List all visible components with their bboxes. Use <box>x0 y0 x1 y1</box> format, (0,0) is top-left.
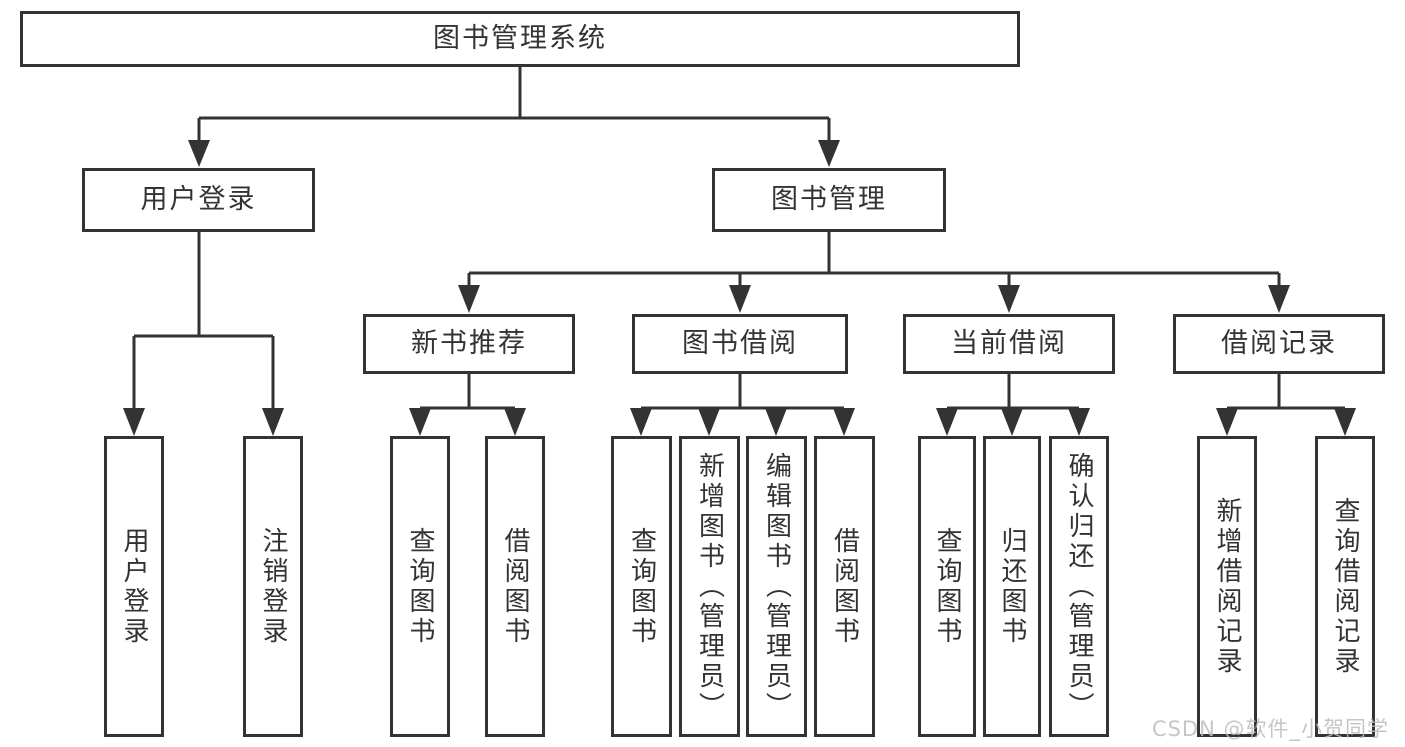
connector-book-borrow-branch <box>630 374 855 436</box>
connector-borrow-records-branch <box>1216 374 1356 436</box>
leaf-user-login: 用户登录 <box>104 436 164 737</box>
node-current-borrow: 当前借阅 <box>903 314 1115 374</box>
node-label: 查询图书 <box>626 526 657 647</box>
node-label: 借阅图书 <box>829 526 860 647</box>
connector-root-to-level2 <box>188 67 840 167</box>
node-label: 查询图书 <box>405 526 435 647</box>
node-new-book-recommend: 新书推荐 <box>363 314 575 374</box>
leaf-return-books: 归还图书 <box>983 436 1041 737</box>
node-label: 图书管理系统 <box>433 23 607 55</box>
leaf-logout: 注销登录 <box>243 436 303 737</box>
node-label: 借阅图书 <box>500 526 530 647</box>
leaf-add-borrow-record: 新增借阅记录 <box>1197 436 1257 737</box>
node-label: 当前借阅 <box>951 328 1067 360</box>
leaf-query-books-current: 查询图书 <box>918 436 976 737</box>
node-label: 用户登录 <box>119 526 149 647</box>
node-label: 查询借阅记录 <box>1330 496 1360 677</box>
leaf-borrow-books: 借阅图书 <box>814 436 875 737</box>
leaf-confirm-return-admin: 确认归还（管理员） <box>1049 436 1109 737</box>
connector-new-book-branch <box>409 374 526 436</box>
node-label: 编辑图书（管理员） <box>761 451 792 722</box>
node-label: 图书借阅 <box>682 328 798 360</box>
node-label: 新书推荐 <box>411 328 527 360</box>
node-label: 图书管理 <box>771 184 887 216</box>
node-label: 归还图书 <box>997 526 1027 647</box>
leaf-query-books-recommend: 查询图书 <box>390 436 450 737</box>
leaf-edit-book-admin: 编辑图书（管理员） <box>746 436 807 737</box>
node-user-login: 用户登录 <box>82 168 315 232</box>
node-book-management: 图书管理 <box>712 168 946 232</box>
watermark: CSDN @软件_小贺同学 <box>1151 717 1389 741</box>
node-label: 新增借阅记录 <box>1212 496 1242 677</box>
connector-user-login-branch <box>123 232 284 436</box>
leaf-borrow-books-recommend: 借阅图书 <box>485 436 545 737</box>
node-label: 确认归还（管理员） <box>1064 451 1094 722</box>
leaf-query-borrow-record: 查询借阅记录 <box>1315 436 1375 737</box>
node-book-borrow: 图书借阅 <box>632 314 848 374</box>
node-label: 新增图书（管理员） <box>694 451 725 722</box>
connector-book-management-branch <box>458 232 1290 313</box>
node-label: 用户登录 <box>140 184 257 216</box>
connector-current-borrow-branch <box>936 374 1090 436</box>
node-label: 借阅记录 <box>1221 328 1337 360</box>
leaf-add-book-admin: 新增图书（管理员） <box>679 436 740 737</box>
leaf-query-books-borrow: 查询图书 <box>611 436 672 737</box>
node-library-management-system: 图书管理系统 <box>20 11 1020 67</box>
node-label: 注销登录 <box>258 526 288 647</box>
node-label: 查询图书 <box>932 526 962 647</box>
node-borrow-records: 借阅记录 <box>1173 314 1385 374</box>
